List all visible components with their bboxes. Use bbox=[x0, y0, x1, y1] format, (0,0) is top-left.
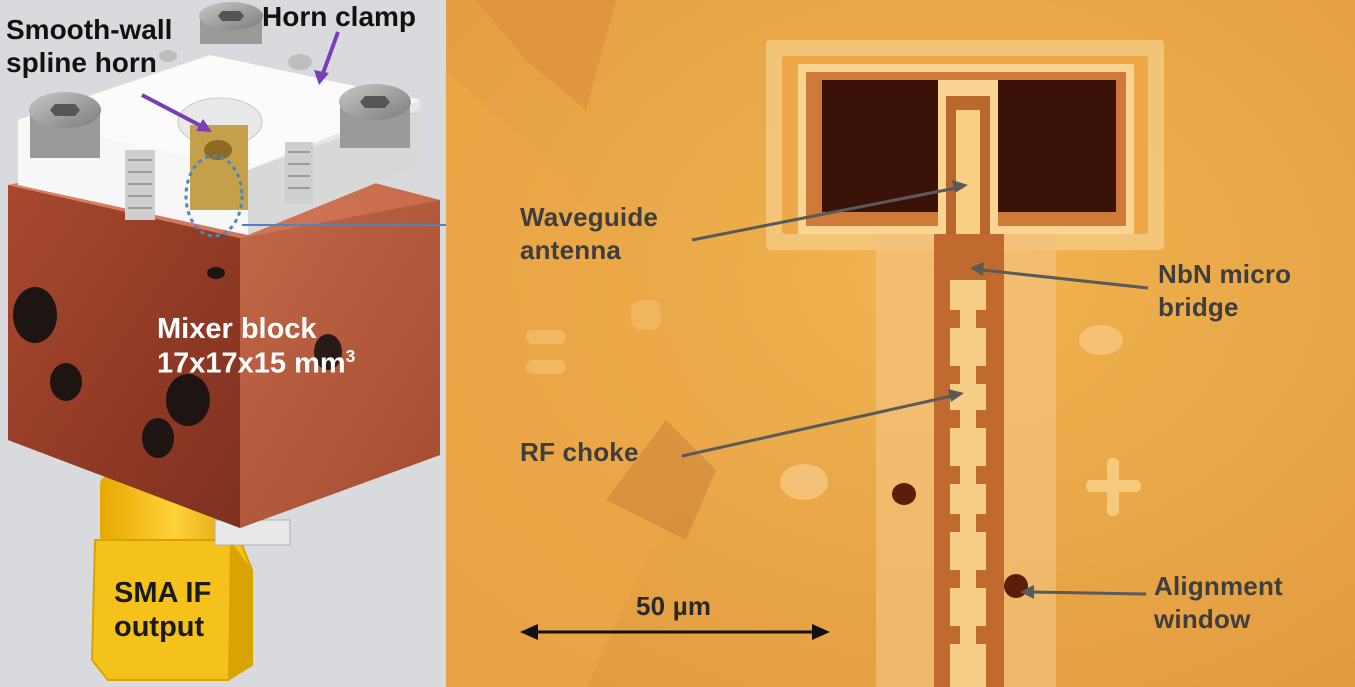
sma-if-output-label: SMA IF output bbox=[114, 577, 212, 644]
mixer-block-render: Horn clamp Smooth-wall spline horn Mixer… bbox=[0, 0, 446, 687]
nbn-arrow bbox=[970, 262, 1149, 290]
waveguide-arrow bbox=[691, 180, 968, 242]
rf-choke-arrow bbox=[681, 389, 964, 458]
clamp-arrow bbox=[314, 31, 340, 85]
horn-arrow bbox=[141, 93, 212, 132]
micrograph-image bbox=[446, 0, 1355, 687]
detail-pointer-arrow bbox=[242, 219, 474, 231]
scale-label: 50 µm bbox=[636, 591, 712, 621]
waveguide-antenna-label: Waveguide antenna bbox=[520, 202, 659, 265]
scale-bar bbox=[520, 624, 830, 640]
alignment-window-label: Alignment window bbox=[1154, 571, 1283, 634]
detail-highlight-circle bbox=[184, 154, 244, 238]
copper-block bbox=[8, 140, 440, 528]
alignment-arrow bbox=[1020, 585, 1147, 599]
rf-choke-label: RF choke bbox=[520, 437, 639, 467]
horn-clamp-label: Horn clamp bbox=[262, 1, 417, 32]
bolt-right bbox=[339, 84, 411, 148]
nbn-micro-bridge-label: NbN micro bridge bbox=[1158, 259, 1292, 322]
micrograph-panel: Waveguide antenna NbN micro bridge RF ch… bbox=[446, 0, 1355, 687]
smooth-wall-horn-label: Smooth-wall spline horn bbox=[6, 14, 173, 79]
bolt-top bbox=[199, 2, 263, 44]
mixer-block-label: Mixer block 17x17x15 mm3 bbox=[157, 313, 356, 380]
mixer-block-illustration bbox=[8, 2, 440, 681]
bolt-left bbox=[29, 92, 101, 158]
